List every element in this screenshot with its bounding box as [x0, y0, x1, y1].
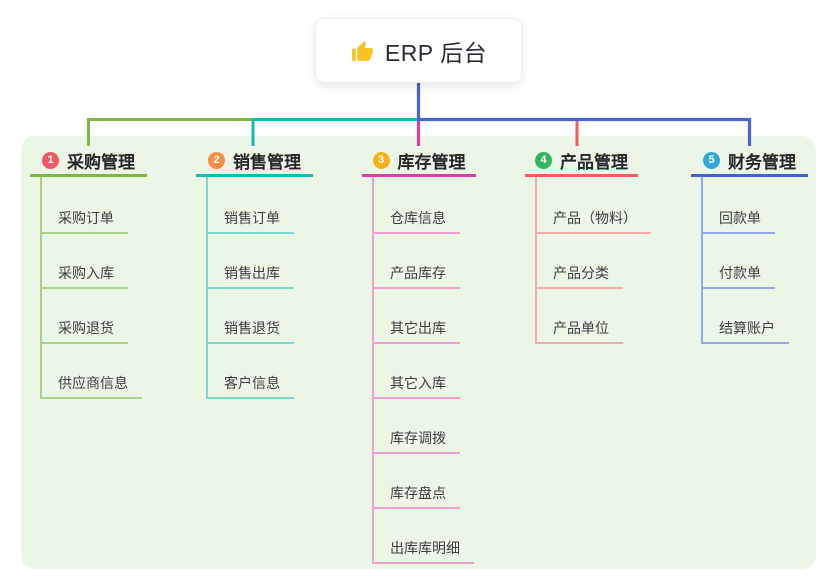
branch-5-label: 财务管理 [728, 152, 796, 172]
branch-4-label: 产品管理 [560, 152, 628, 172]
branch-5-child-node[interactable]: 回款单 [703, 177, 775, 234]
branch-3-child-node[interactable]: 其它出库 [374, 289, 460, 344]
branch-5-title-node[interactable]: 5 财务管理 [691, 148, 808, 177]
branch-5-child-node[interactable]: 结算账户 [703, 289, 789, 344]
branch-1-children: 采购订单采购入库采购退货供应商信息 [40, 177, 142, 399]
thumbs-up-icon [351, 41, 373, 61]
branch-5: 5 财务管理回款单付款单结算账户 [691, 148, 808, 344]
root-title: ERP 后台 [384, 39, 488, 66]
branch-4-child-node[interactable]: 产品单位 [537, 289, 623, 344]
branch-1-child-node[interactable]: 采购订单 [42, 177, 128, 234]
branch-2-title-node[interactable]: 2 销售管理 [196, 148, 313, 177]
branch-3-child-node[interactable]: 仓库信息 [374, 177, 460, 234]
branch-1-number-badge: 1 [42, 151, 59, 169]
branches-background-panel [21, 136, 816, 569]
branch-3-child-node[interactable]: 库存调拨 [374, 399, 460, 454]
branch-2-number-badge: 2 [208, 151, 225, 169]
branch-1-child-node[interactable]: 采购退货 [42, 289, 128, 344]
branch-4-child-node[interactable]: 产品分类 [537, 234, 623, 289]
branch-2: 2 销售管理销售订单销售出库销售退货客户信息 [196, 148, 313, 399]
branch-3-number-badge: 3 [372, 151, 390, 169]
branch-1-title-node[interactable]: 1 采购管理 [30, 148, 147, 177]
branch-5-child-node[interactable]: 付款单 [703, 234, 775, 289]
branch-4-number-badge: 4 [535, 151, 552, 169]
branch-3: 3 库存管理仓库信息产品库存其它出库其它入库库存调拨库存盘点出库库明细 [362, 148, 476, 564]
branch-3-label: 库存管理 [397, 152, 466, 172]
branch-3-child-node[interactable]: 出库库明细 [374, 509, 474, 564]
branch-2-child-node[interactable]: 销售出库 [208, 234, 294, 289]
branch-3-child-node[interactable]: 产品库存 [374, 234, 460, 289]
branch-1-child-node[interactable]: 供应商信息 [42, 344, 142, 399]
branch-5-number-badge: 5 [703, 151, 720, 169]
branch-3-title-node[interactable]: 3 库存管理 [362, 148, 476, 177]
branch-2-child-node[interactable]: 销售订单 [208, 177, 294, 234]
branch-3-children: 仓库信息产品库存其它出库其它入库库存调拨库存盘点出库库明细 [372, 177, 474, 564]
branch-2-children: 销售订单销售出库销售退货客户信息 [206, 177, 294, 399]
branch-1-child-node[interactable]: 采购入库 [42, 234, 128, 289]
branch-5-children: 回款单付款单结算账户 [701, 177, 789, 344]
branch-2-child-node[interactable]: 销售退货 [208, 289, 294, 344]
branch-3-child-node[interactable]: 其它入库 [374, 344, 460, 399]
branch-4-children: 产品（物料）产品分类产品单位 [535, 177, 651, 344]
branch-4: 4 产品管理产品（物料）产品分类产品单位 [525, 148, 651, 344]
branch-1-label: 采购管理 [67, 152, 135, 172]
branch-3-child-node[interactable]: 库存盘点 [374, 454, 460, 509]
branch-2-label: 销售管理 [233, 152, 301, 172]
branch-2-child-node[interactable]: 客户信息 [208, 344, 294, 399]
branch-4-title-node[interactable]: 4 产品管理 [525, 148, 638, 177]
branch-4-child-node[interactable]: 产品（物料） [537, 177, 651, 234]
root-node[interactable]: ERP 后台 [315, 18, 522, 83]
branch-1: 1 采购管理采购订单采购入库采购退货供应商信息 [30, 148, 147, 399]
